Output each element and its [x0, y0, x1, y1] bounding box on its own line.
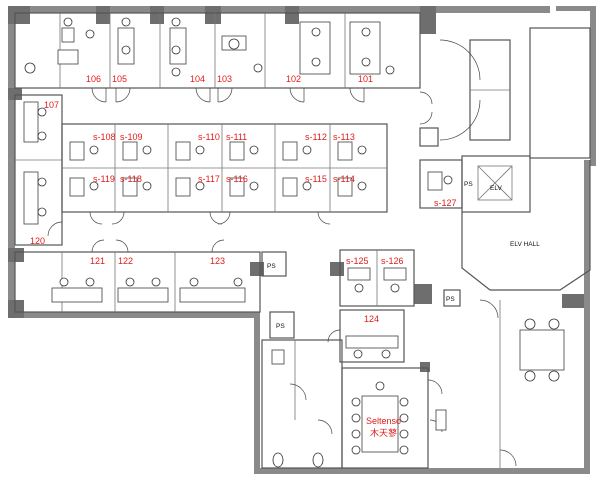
room-label-s113: s-113	[333, 132, 355, 142]
room-label-s110: s-110	[198, 132, 220, 142]
bottom-left-offices	[14, 239, 261, 313]
room-label-106: 106	[86, 74, 101, 84]
room-label-s116: s-116	[226, 174, 248, 184]
room-label-107: 107	[44, 100, 59, 110]
room-label-102: 102	[286, 74, 301, 84]
room-label-s119: s-119	[93, 174, 115, 184]
office-124	[327, 309, 405, 363]
elv-hall	[429, 160, 591, 468]
elv-label: ELV	[490, 185, 502, 192]
room-label-s125: s-125	[346, 256, 369, 266]
ps-label-2: PS	[276, 323, 285, 330]
room-label-122: 122	[118, 256, 133, 266]
room-label-103: 103	[217, 74, 232, 84]
room-label-120: 120	[30, 236, 45, 246]
room-label-124: 124	[364, 314, 379, 324]
room-label-104: 104	[190, 74, 205, 84]
toilet-area	[261, 339, 343, 469]
meeting-room-label-cn: 木天蓼	[370, 427, 397, 438]
left-offices	[14, 94, 63, 246]
room-label-s109: s-109	[120, 132, 143, 142]
room-label-s126: s-126	[381, 256, 404, 266]
room-label-s127: s-127	[434, 198, 457, 208]
core-area	[419, 27, 591, 213]
room-labels: 106 105 104 103 102 101 107 120 s-108 s-…	[30, 74, 457, 438]
offices-125-126	[339, 249, 415, 307]
outer-walls	[8, 6, 596, 474]
top-offices	[14, 12, 421, 103]
room-label-s114: s-114	[333, 174, 355, 184]
ps-shafts-left	[261, 251, 295, 339]
small-offices	[61, 123, 388, 225]
ps-label-3: PS	[446, 296, 455, 303]
meeting-room	[341, 367, 443, 469]
room-label-121: 121	[90, 256, 105, 266]
room-label-s118: s-118	[120, 174, 142, 184]
room-label-105: 105	[112, 74, 127, 84]
room-label-123: 123	[210, 256, 225, 266]
elv-hall-label: ELV HALL	[510, 241, 540, 248]
room-label-s111: s-111	[226, 132, 247, 142]
room-label-101: 101	[358, 74, 373, 84]
ps-shafts-right	[419, 127, 461, 307]
room-label-s112: s-112	[305, 132, 327, 142]
room-label-s108: s-108	[93, 132, 116, 142]
service-labels: PS PS PS PS ELV ELV HALL	[267, 181, 540, 330]
ps-label-4: PS	[464, 181, 473, 188]
room-label-s117: s-117	[198, 174, 220, 184]
room-label-s115: s-115	[305, 174, 327, 184]
meeting-room-label: Seltenso	[366, 416, 401, 426]
ps-label-1: PS	[267, 263, 276, 270]
